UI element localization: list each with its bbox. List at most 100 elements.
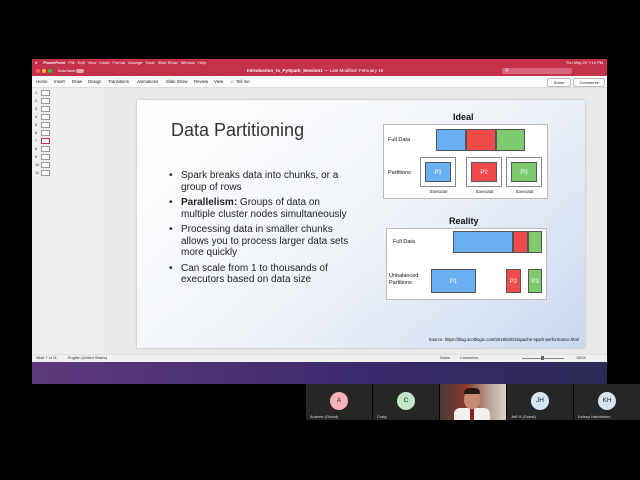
ribbon-tabs: Home Insert Draw Design Transitions Anim… <box>32 76 607 88</box>
slide-canvas[interactable]: Data Partitioning Spark breaks data into… <box>137 100 585 348</box>
window-controls <box>36 69 52 73</box>
bullet-item: Spark breaks data into chunks, or a grou… <box>169 170 354 193</box>
thumbnail-3[interactable]: 3 <box>35 105 50 112</box>
thumbnail-6[interactable]: 6 <box>35 129 50 136</box>
ideal-executor-3: P3 <box>506 157 542 187</box>
tab-slide-show[interactable]: Slide Show <box>166 79 188 84</box>
menu-file[interactable]: File <box>68 60 75 65</box>
thumbnail-number: 5 <box>35 122 38 127</box>
ideal-executor-1: P1 <box>420 157 456 187</box>
reality-partition-p1: P1 <box>431 269 476 293</box>
status-comments-button[interactable]: Comments <box>460 356 479 360</box>
thumbnail-2[interactable]: 2 <box>35 97 50 104</box>
menu-tools[interactable]: Tools <box>145 60 155 65</box>
menubar-clock[interactable]: Thu May 20 7:16 PM <box>565 60 603 65</box>
participant-name: Jeff H (Guest) <box>511 414 536 419</box>
close-window-button[interactable] <box>36 69 40 73</box>
tab-insert[interactable]: Insert <box>54 79 65 84</box>
tab-transitions[interactable]: Transitions <box>108 79 129 84</box>
reality-heading: Reality <box>449 216 479 226</box>
zoom-level[interactable]: 150% <box>576 356 586 360</box>
desktop-background <box>32 362 607 384</box>
video-person-tie <box>470 409 474 420</box>
participant-tile-kelsey[interactable]: KH Kelsey Hambleton <box>574 384 640 420</box>
menu-insert[interactable]: Insert <box>99 60 110 65</box>
language-indicator[interactable]: English (United States) <box>68 356 107 360</box>
bullet-bold: Parallelism: <box>181 197 238 208</box>
zoom-slider-knob[interactable] <box>541 356 544 360</box>
menu-format[interactable]: Format <box>112 60 126 65</box>
avatar: JH <box>531 392 549 410</box>
thumbnail-7[interactable]: 7 <box>35 137 50 144</box>
window-titlebar: AutoSave Introduction_to_PySpark_Session… <box>32 66 607 76</box>
thumbnail-9[interactable]: 9 <box>35 153 50 160</box>
thumbnail-number: 3 <box>35 106 38 111</box>
participant-name: Craig <box>377 414 387 419</box>
ideal-executor-label-1: Executor <box>430 189 448 194</box>
tab-home[interactable]: Home <box>36 79 48 84</box>
reality-partition-p2: P2 <box>506 269 521 293</box>
ideal-diagram[interactable]: Full Data Partitions P1 P2 P3 Executor E… <box>383 124 548 199</box>
participant-name: Kelsey Hambleton <box>578 414 611 419</box>
autosave-toggle[interactable] <box>76 69 84 73</box>
tab-review[interactable]: Review <box>194 79 209 84</box>
menu-window[interactable]: Window <box>180 60 195 65</box>
tab-draw[interactable]: Draw <box>72 79 83 84</box>
thumbnail-preview <box>41 169 50 176</box>
thumbnail-8[interactable]: 8 <box>35 145 50 152</box>
bullet-list[interactable]: Spark breaks data into chunks, or a grou… <box>169 170 354 290</box>
thumbnail-number: 4 <box>35 114 38 119</box>
comments-button[interactable]: Comments <box>573 78 605 87</box>
ideal-full-data-blue <box>436 129 466 151</box>
thumbnail-4[interactable]: 4 <box>35 113 50 120</box>
thumbnail-11[interactable]: 11 <box>35 169 50 176</box>
source-citation[interactable]: Source: https://blog.scottlogic.com/2018… <box>428 337 579 342</box>
reality-diagram[interactable]: Full Data Unbalanced Partitions P1 P2 P3 <box>386 228 547 300</box>
menubar-app-name[interactable]: PowerPoint <box>43 60 66 65</box>
thumbnail-number: 10 <box>35 162 40 167</box>
bullet-item: Parallelism: Groups of data on multiple … <box>169 197 354 220</box>
tell-me-box[interactable]: Tell me <box>236 79 250 84</box>
bullet-text: Processing data in smaller chunks allows… <box>181 224 349 258</box>
ideal-partition-p2: P2 <box>471 162 497 182</box>
slide-title[interactable]: Data Partitioning <box>171 120 305 140</box>
document-title[interactable]: Introduction_to_PySpark_Session1 — Last … <box>247 68 383 73</box>
search-box[interactable]: ⚲ <box>502 68 572 74</box>
participant-tile-craig[interactable]: C Craig <box>373 384 439 420</box>
participant-tile-jeff[interactable]: JH Jeff H (Guest) <box>507 384 573 420</box>
maximize-window-button[interactable] <box>48 69 52 73</box>
tab-view[interactable]: View <box>214 79 224 84</box>
thumbnail-1[interactable]: 1 <box>35 89 50 96</box>
ideal-heading: Ideal <box>453 112 474 122</box>
reality-full-data-blue <box>453 231 513 253</box>
thumbnail-number: 11 <box>35 170 40 175</box>
participant-video-tile[interactable] <box>440 384 506 420</box>
participant-tile-andrew[interactable]: A Andrew (Guest) <box>306 384 372 420</box>
tab-design[interactable]: Design <box>88 79 102 84</box>
lightbulb-icon: ☼ <box>230 79 234 84</box>
notes-button[interactable]: Notes <box>440 356 450 360</box>
menu-arrange[interactable]: Arrange <box>128 60 143 65</box>
thumbnail-number: 6 <box>35 130 38 135</box>
video-person-hair <box>464 388 480 394</box>
ideal-partitions-label: Partitions <box>388 170 411 176</box>
apple-icon[interactable]: ● <box>35 60 38 65</box>
menu-help[interactable]: Help <box>197 60 207 65</box>
thumbnail-preview-selected <box>41 137 50 144</box>
menu-edit[interactable]: Edit <box>77 60 85 65</box>
shared-screen: ● PowerPoint File Edit View Insert Forma… <box>32 59 607 384</box>
share-button[interactable]: Share <box>547 78 571 87</box>
tab-animations[interactable]: Animations <box>137 79 159 84</box>
reality-full-data-green <box>528 231 542 253</box>
avatar: C <box>397 392 415 410</box>
thumbnail-number: 7 <box>35 138 38 143</box>
ideal-partition-p3: P3 <box>511 162 537 182</box>
menu-view[interactable]: View <box>87 60 97 65</box>
minimize-window-button[interactable] <box>42 69 46 73</box>
thumbnail-5[interactable]: 5 <box>35 121 50 128</box>
participant-name: Andrew (Guest) <box>310 414 339 419</box>
search-icon: ⚲ <box>505 68 509 74</box>
thumbnail-10[interactable]: 10 <box>35 161 50 168</box>
thumbnail-number: 9 <box>35 154 38 159</box>
menu-slide-show[interactable]: Slide Show <box>157 60 178 65</box>
